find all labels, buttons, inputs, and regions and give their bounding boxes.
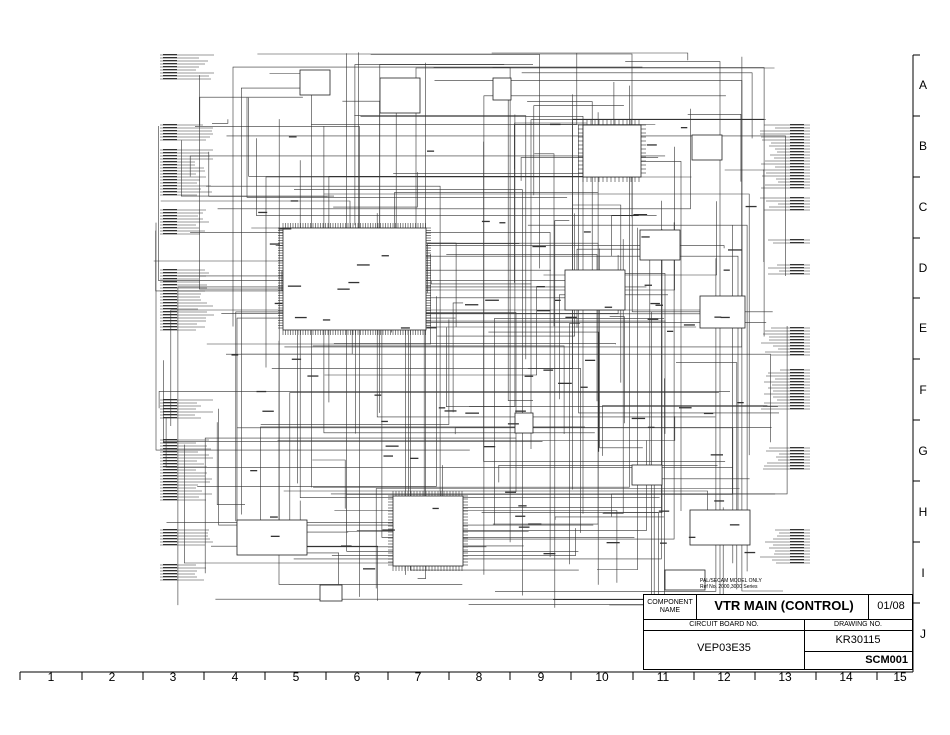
- component-7: [236, 519, 308, 556]
- column-label-2: 2: [108, 670, 116, 684]
- row-label-f: F: [919, 383, 927, 397]
- circuit-board-label: CIRCUIT BOARD NO.: [689, 621, 759, 628]
- row-label-e: E: [918, 321, 927, 335]
- column-label-1: 1: [47, 670, 55, 684]
- component-12: [691, 134, 723, 161]
- column-label-13: 13: [778, 670, 792, 684]
- component-13: [664, 569, 706, 591]
- component-3: [492, 77, 512, 101]
- column-label-5: 5: [292, 670, 300, 684]
- component-name: VTR MAIN (CONTROL): [714, 598, 854, 613]
- column-label-9: 9: [537, 670, 545, 684]
- component-5: [699, 295, 746, 329]
- column-label-3: 3: [169, 670, 177, 684]
- column-label-11: 11: [656, 670, 670, 684]
- main-microcontroller-ic: [282, 227, 427, 331]
- drawing-number: KR30115: [835, 634, 881, 646]
- component-11: [689, 509, 751, 546]
- row-label-c: C: [918, 200, 928, 214]
- row-label-d: D: [918, 261, 928, 275]
- column-label-7: 7: [414, 670, 422, 684]
- row-label-h: H: [918, 505, 928, 519]
- component-name-label: COMPONENT NAME: [647, 599, 693, 614]
- sheet-number: 01/08: [877, 600, 905, 612]
- top-right-ic: [582, 124, 642, 178]
- component-8: [319, 584, 343, 602]
- component-1: [299, 69, 331, 96]
- column-label-15: 15: [893, 670, 907, 684]
- component-10: [514, 412, 534, 434]
- column-label-4: 4: [231, 670, 239, 684]
- circuit-board-number: VEP03E35: [697, 642, 751, 654]
- row-label-g: G: [918, 444, 928, 458]
- component-4: [564, 269, 626, 311]
- title-block: COMPONENT NAME VTR MAIN (CONTROL) 01/08 …: [643, 594, 913, 670]
- component-9: [631, 464, 663, 486]
- row-label-i: I: [921, 566, 925, 580]
- column-label-10: 10: [595, 670, 609, 684]
- schematic-code: SCM001: [865, 654, 908, 666]
- model-note: PAL/SECAM MODEL ONLY Ref No. 2000,3000 S…: [700, 578, 762, 590]
- column-label-12: 12: [717, 670, 731, 684]
- row-label-a: A: [918, 78, 927, 92]
- row-label-j: J: [920, 627, 926, 641]
- component-6: [639, 229, 681, 261]
- secondary-ic: [392, 495, 464, 567]
- column-label-6: 6: [353, 670, 361, 684]
- column-label-8: 8: [475, 670, 483, 684]
- column-label-14: 14: [839, 670, 853, 684]
- row-label-b: B: [918, 139, 927, 153]
- component-2: [379, 77, 421, 114]
- drawing-number-label: DRAWING NO.: [834, 621, 882, 628]
